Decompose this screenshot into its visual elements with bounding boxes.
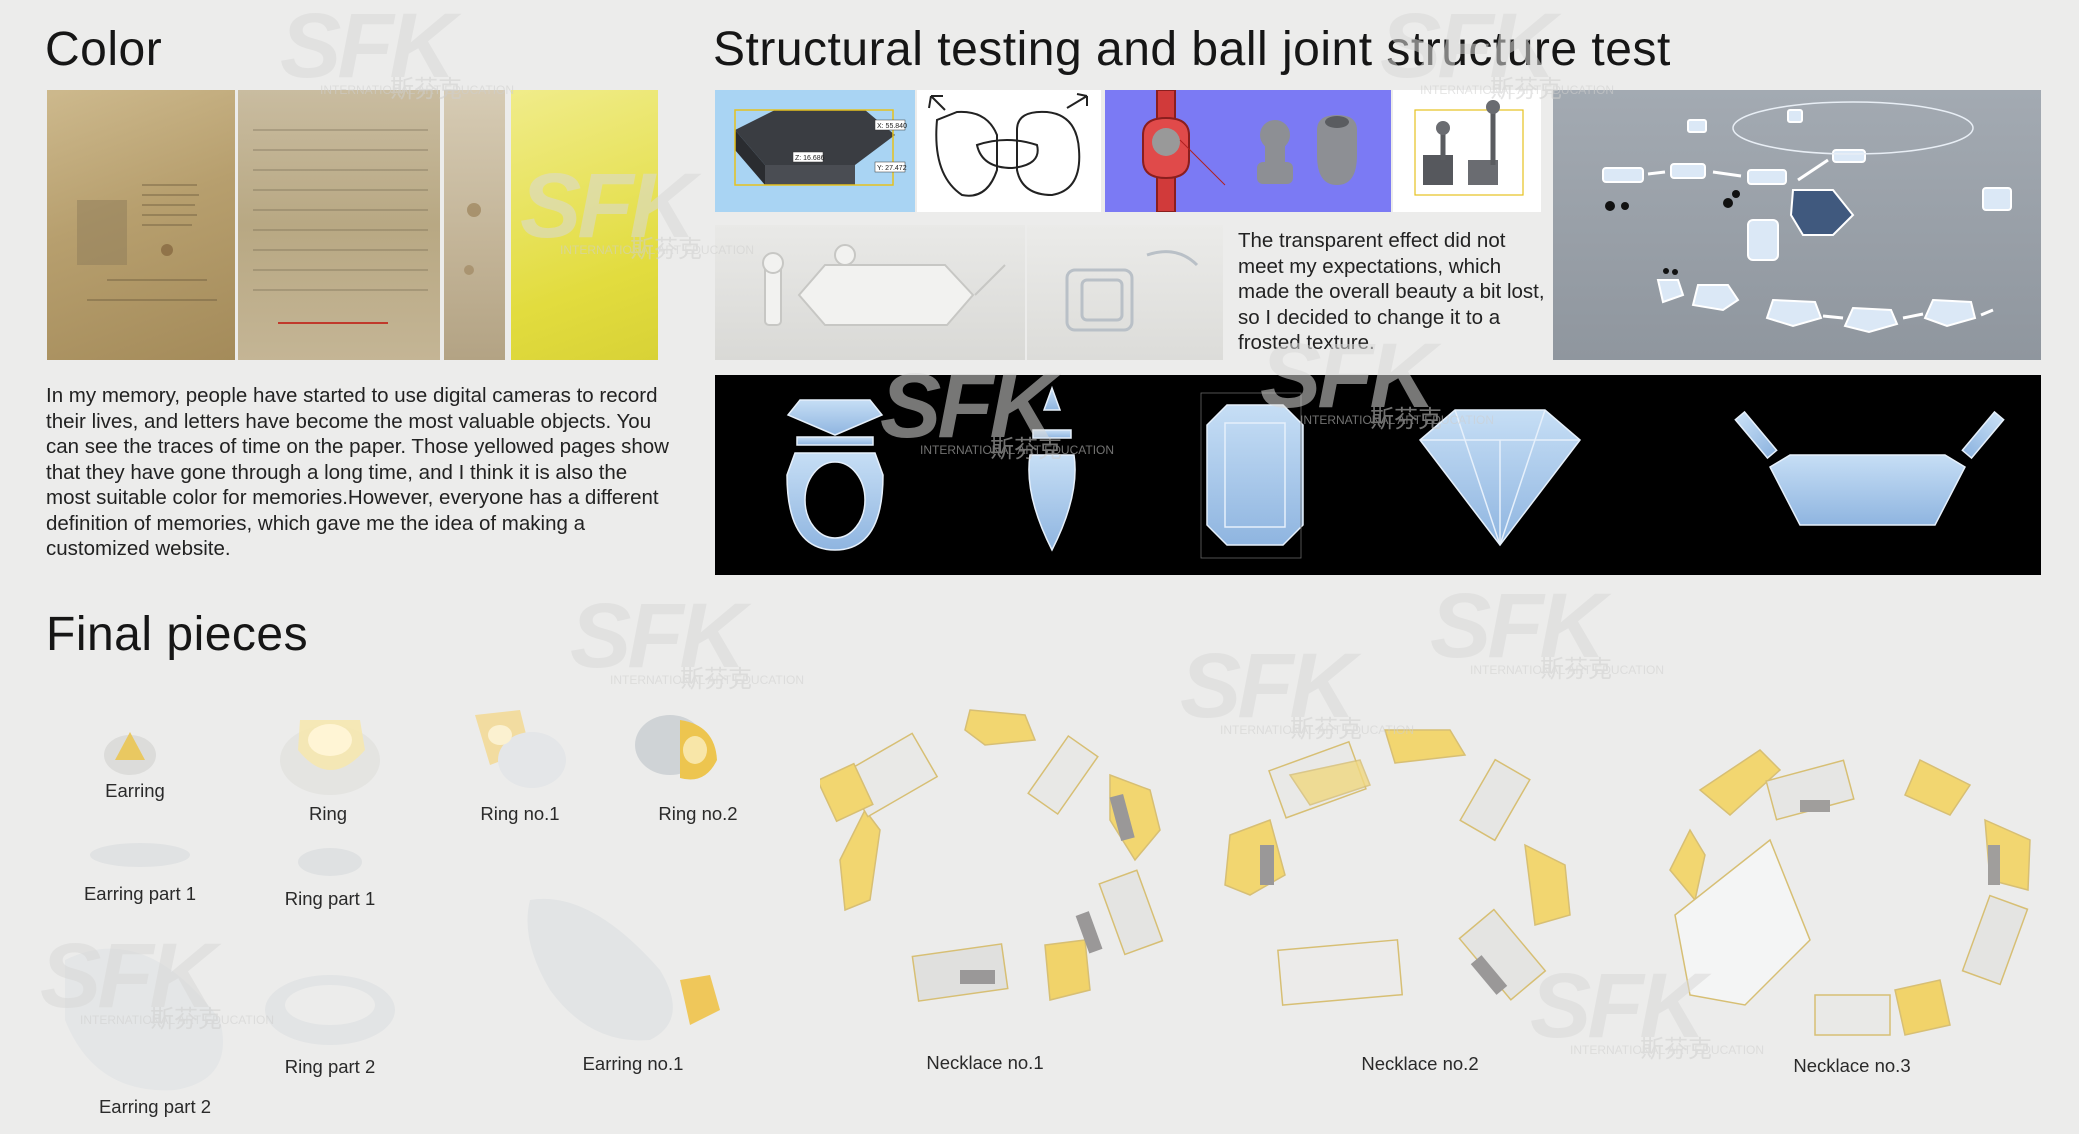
hinge-sketch <box>917 90 1101 212</box>
watermark-logo: SFK INTERNATIONAL ART EDUCATION 斯芬克 <box>570 585 805 693</box>
ring-photo <box>270 700 390 800</box>
old-letter-photo-3 <box>444 90 505 360</box>
caption-earring-part2: Earring part 2 <box>98 1096 212 1117</box>
watermark-logo: SFK INTERNATIONAL ART EDUCATION 斯芬克 <box>280 0 515 103</box>
necklace-no3-photo <box>1650 740 2050 1050</box>
color-description: In my memory, people have started to use… <box>46 384 669 560</box>
caption-ring-part1: Ring part 1 <box>284 888 376 909</box>
cad-label-z: Z: 16.686 <box>795 155 825 162</box>
structure-title: Structural testing and ball joint struct… <box>713 23 1671 76</box>
ring-no1-photo <box>460 695 575 795</box>
jewelry-render-panel <box>715 375 2041 575</box>
ball-joint-render <box>1105 90 1391 212</box>
prototype-photo-1 <box>715 225 1025 360</box>
caption-necklace-no1: Necklace no.1 <box>926 1052 1044 1073</box>
caption-earring-part1: Earring part 1 <box>83 883 197 904</box>
cad-label-y: Y: 27.472 <box>877 165 907 172</box>
ring-part1-photo <box>290 840 370 885</box>
cad-hinge-render: X: 55.840 Y: 27.472 Z: 16.686 <box>715 90 915 212</box>
caption-necklace-no2: Necklace no.2 <box>1361 1053 1479 1074</box>
necklace-no1-photo <box>820 700 1180 1030</box>
ring-no2-photo <box>625 700 735 795</box>
watermark-logo: SFK INTERNATIONAL ART EDUCATION 斯芬克 <box>1430 575 1665 683</box>
old-letter-photo-1 <box>47 90 235 360</box>
exploded-parts-render <box>1553 90 2041 360</box>
caption-earring-no1: Earring no.1 <box>582 1053 684 1074</box>
caption-ring: Ring <box>308 803 348 824</box>
earring-no1-photo <box>510 880 740 1050</box>
pin-joint-render <box>1393 90 1541 212</box>
caption-earring: Earring <box>105 780 165 801</box>
caption-ring-part2: Ring part 2 <box>284 1056 376 1077</box>
old-letter-photo-2 <box>238 90 440 360</box>
ring-part2-photo <box>255 955 405 1055</box>
caption-necklace-no3: Necklace no.3 <box>1793 1055 1911 1076</box>
earring-part2-photo <box>45 930 240 1100</box>
transparency-note: The transparent effect did not meet my e… <box>1238 229 1545 354</box>
earring-photo <box>95 720 165 780</box>
caption-ring-no1: Ring no.1 <box>480 803 560 824</box>
yellow-color-swatch <box>511 90 658 360</box>
final-pieces-title: Final pieces <box>46 608 309 661</box>
color-title: Color <box>45 23 163 76</box>
caption-ring-no2: Ring no.2 <box>658 803 738 824</box>
cad-label-x: X: 55.840 <box>877 123 907 130</box>
earring-part1-photo <box>80 835 200 875</box>
necklace-no2-photo <box>1220 715 1580 1015</box>
prototype-photo-2 <box>1027 225 1223 360</box>
